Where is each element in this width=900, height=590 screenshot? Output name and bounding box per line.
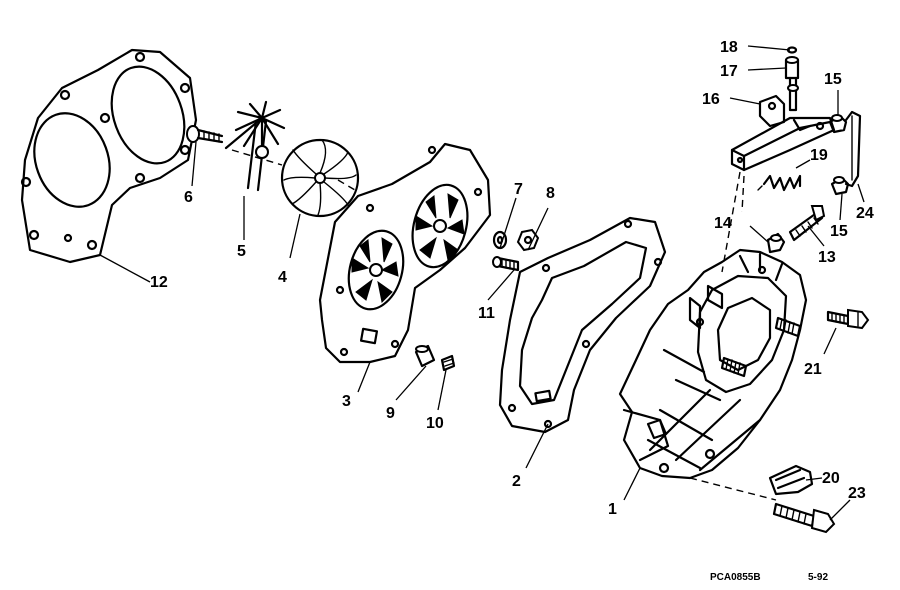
clip-20 [768,464,814,496]
diagram-code: PCA0855B [710,572,761,583]
callout-16: 16 [702,91,720,108]
leader-lines [99,45,865,521]
pin-9 [414,344,436,368]
callout-11: 11 [478,305,495,322]
diagram-footer: PCA0855B 5-92 [710,572,828,583]
screw-11 [492,256,520,272]
callout-13: 13 [818,249,836,266]
pump-plate-3 [318,142,492,364]
bolt-23 [772,502,836,534]
screw-6 [186,125,224,144]
callout-5: 5 [237,243,246,260]
callout-24: 24 [856,205,874,222]
assembly-lines [689,171,777,501]
callout-18: 18 [720,39,738,56]
callout-15-upper: 15 [824,71,842,88]
gasket-2 [498,216,667,434]
impeller-5 [224,100,286,192]
callout-12: 12 [150,274,168,291]
callout-21: 21 [804,361,822,378]
fitting-15-lower [830,176,850,196]
callout-1: 1 [608,501,617,518]
bushing-14 [766,232,786,254]
callout-20: 20 [822,470,840,487]
callout-labels: 12 6 5 4 3 9 10 7 8 11 2 1 14 13 15 15 1… [150,39,874,518]
callout-17: 17 [720,63,738,80]
callout-10: 10 [426,415,444,432]
callout-3: 3 [342,393,351,410]
pump-port-left [347,229,405,311]
callout-14: 14 [714,215,732,232]
screw-21 [826,308,870,330]
pump-housing-1 [618,248,808,480]
screw-13 [788,205,826,242]
diagram-date: 5-92 [808,572,828,583]
callout-2: 2 [512,473,521,490]
nut-8 [516,228,540,252]
pump-port-right [411,183,469,269]
fitting-15-upper [828,114,848,134]
callout-4: 4 [278,269,287,286]
callout-9: 9 [386,405,395,422]
spring-19 [757,174,802,192]
callout-7: 7 [514,181,523,198]
pin-17 [784,56,800,112]
screw-10 [440,354,456,372]
callout-8: 8 [546,185,555,202]
link-rod-24 [844,110,862,188]
callout-19: 19 [810,147,828,164]
callout-15-lower: 15 [830,223,848,240]
stud-lower [720,356,748,378]
impeller-plate-4 [231,138,360,218]
lever-16 [730,94,836,172]
gasket-12 [20,48,198,264]
callout-23: 23 [848,485,866,502]
stud-upper [774,316,802,338]
callout-6: 6 [184,189,193,206]
